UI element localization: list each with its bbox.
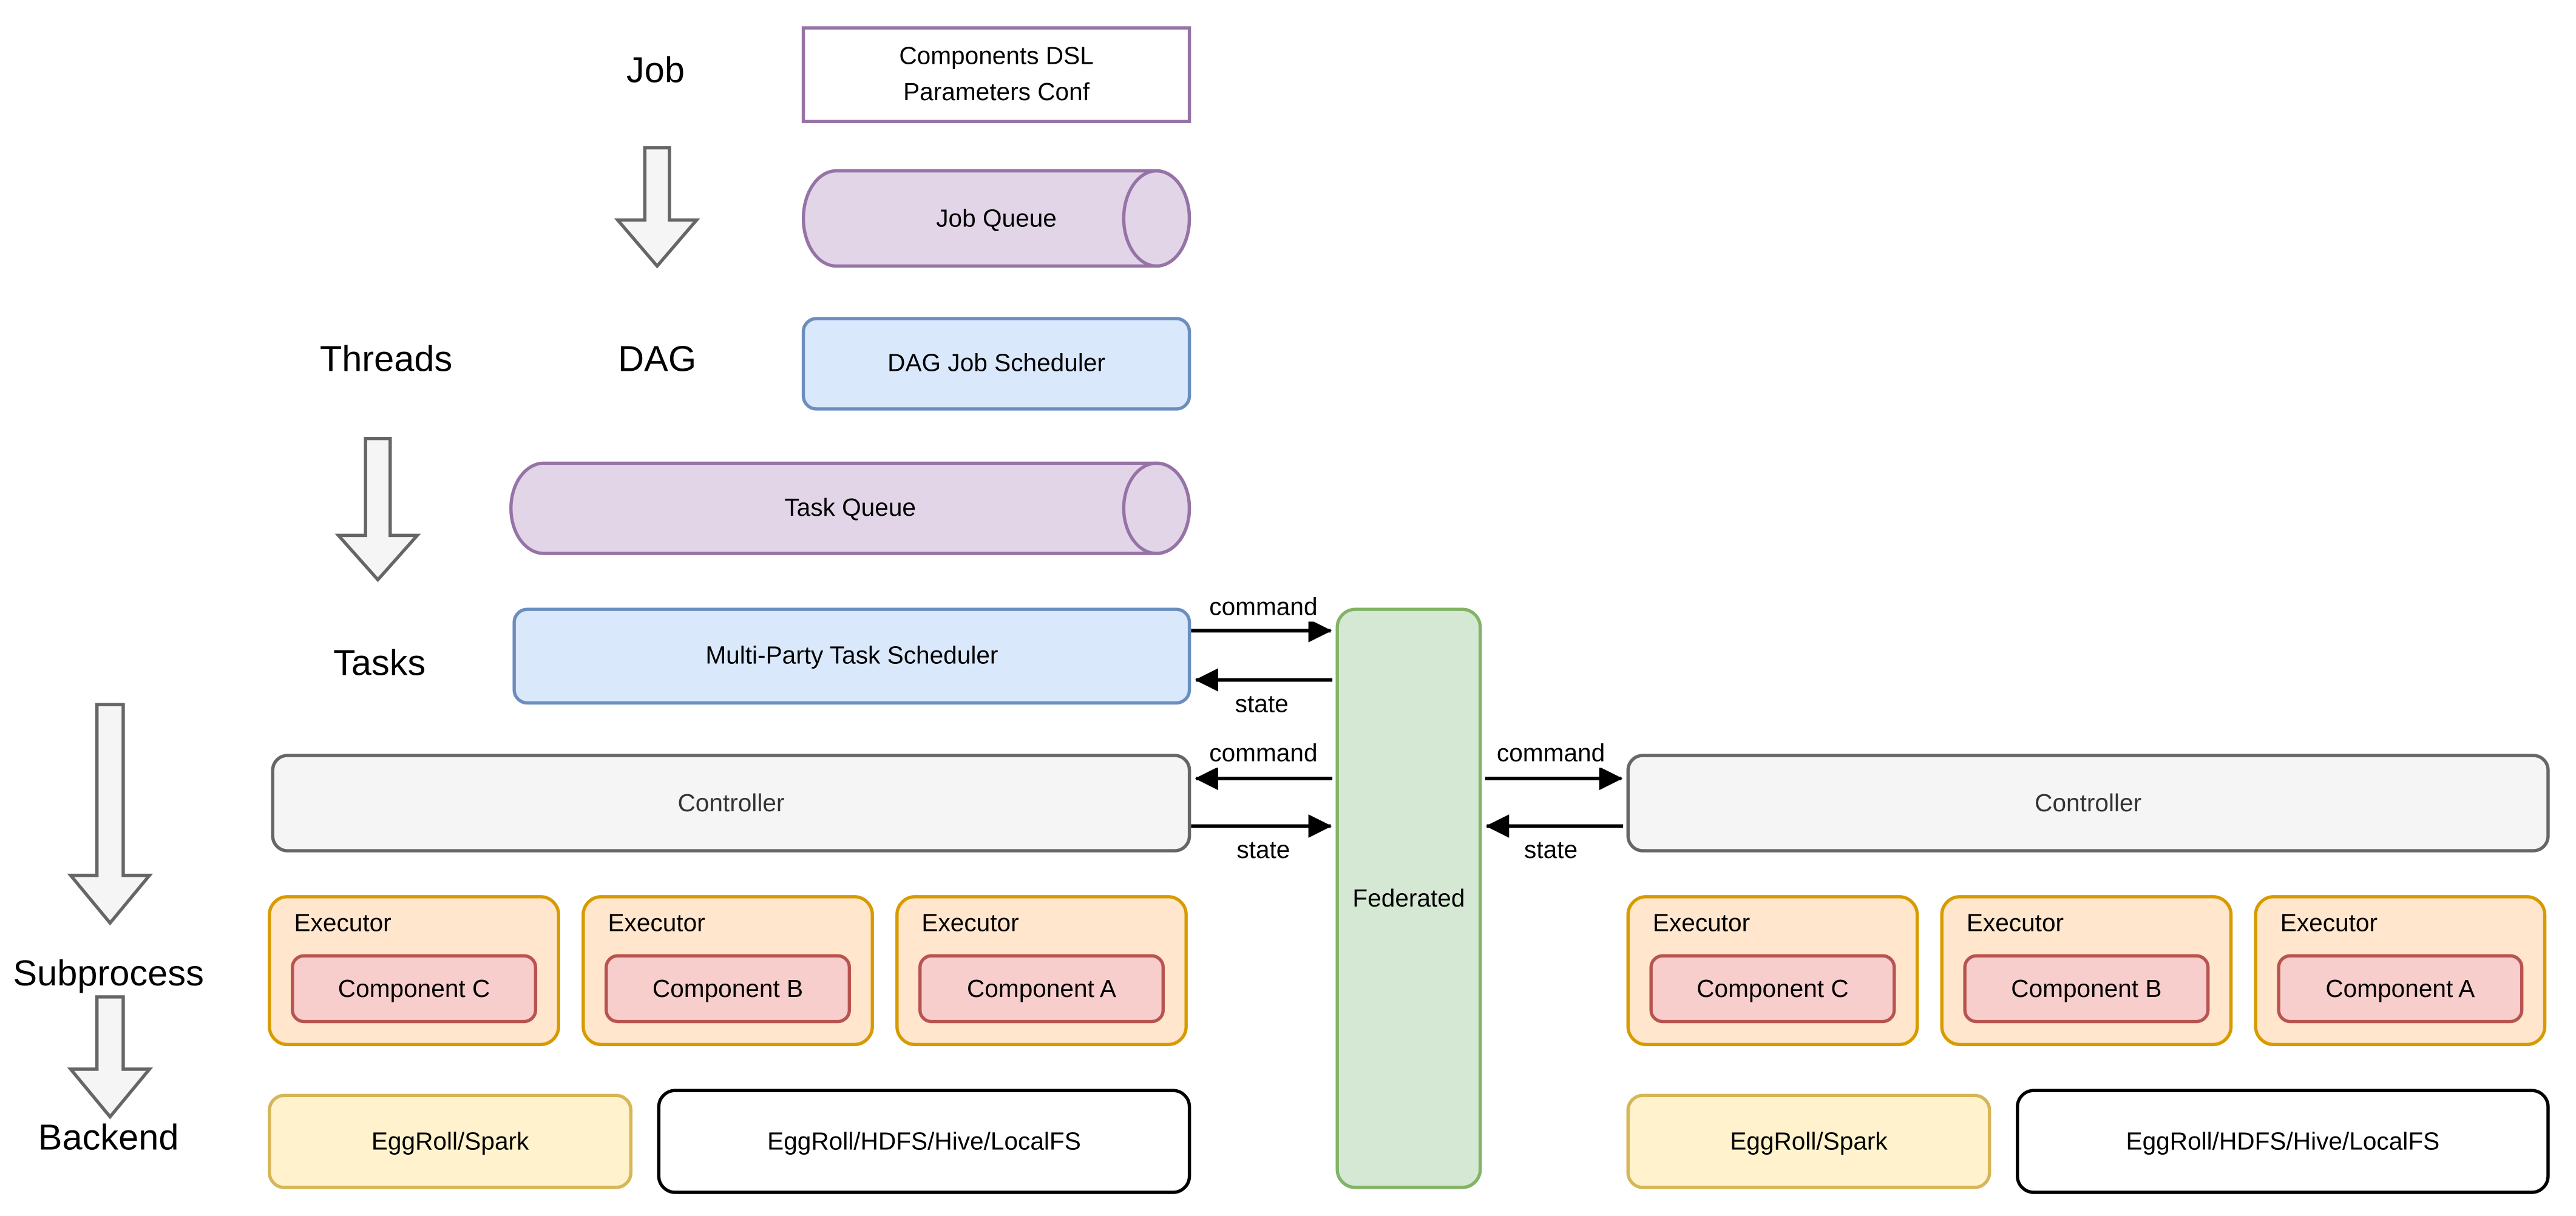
executor-box-left-2: Executor Component B xyxy=(581,895,874,1047)
component-label: Component B xyxy=(2011,974,2162,1003)
backend-storage-label: EggRoll/HDFS/Hive/LocalFS xyxy=(767,1127,1081,1156)
multi-party-task-scheduler-label: Multi-Party Task Scheduler xyxy=(705,642,998,670)
component-box: Component C xyxy=(1649,954,1896,1024)
component-box: Component A xyxy=(918,954,1165,1024)
backend-flow-down-arrow-icon xyxy=(67,995,154,1120)
component-label: Component A xyxy=(2325,974,2475,1003)
backend-storage-label: EggRoll/HDFS/Hive/LocalFS xyxy=(2126,1127,2440,1156)
task-queue-label: Task Queue xyxy=(784,494,916,522)
scheduler-state-edge-label: state xyxy=(1232,691,1292,719)
executor-label: Executor xyxy=(1966,910,2064,938)
executor-box-right-3: Executor Component A xyxy=(2254,895,2547,1047)
executor-label: Executor xyxy=(921,910,1019,938)
component-box: Component B xyxy=(1963,954,2210,1024)
task-queue-cylinder: Task Queue xyxy=(509,461,1191,555)
dag-job-scheduler-box: DAG Job Scheduler xyxy=(801,317,1191,411)
component-label: Component C xyxy=(337,974,490,1003)
cylinder-shape-icon xyxy=(509,461,1191,555)
job-queue-cylinder: Job Queue xyxy=(801,169,1191,268)
job-flow-down-arrow-icon xyxy=(614,146,700,269)
cylinder-shape-icon xyxy=(801,169,1191,268)
right-controller-command-edge-label: command xyxy=(1493,740,1608,768)
executor-box-right-1: Executor Component C xyxy=(1626,895,1919,1047)
federated-box: Federated xyxy=(1335,607,1482,1189)
executor-label: Executor xyxy=(1652,910,1751,938)
controller-right-box: Controller xyxy=(1626,754,2550,853)
multi-party-task-scheduler-box: Multi-Party Task Scheduler xyxy=(512,607,1191,705)
controller-right-label: Controller xyxy=(2035,789,2142,817)
subprocess-flow-down-arrow-icon xyxy=(67,703,154,926)
backend-compute-right-box: EggRoll/Spark xyxy=(1626,1093,1991,1189)
row-label-threads: Threads xyxy=(319,338,453,380)
left-controller-command-edge-label: command xyxy=(1205,740,1321,768)
component-label: Component C xyxy=(1696,974,1849,1003)
backend-compute-label: EggRoll/Spark xyxy=(1730,1127,1888,1156)
row-label-subprocess: Subprocess xyxy=(13,952,204,994)
left-controller-state-edge-label: state xyxy=(1233,837,1293,865)
component-box: Component B xyxy=(605,954,852,1024)
backend-storage-left-box: EggRoll/HDFS/Hive/LocalFS xyxy=(657,1089,1191,1194)
dag-job-scheduler-label: DAG Job Scheduler xyxy=(887,350,1105,378)
controller-left-label: Controller xyxy=(677,789,785,817)
executor-label: Executor xyxy=(608,910,705,938)
federated-label: Federated xyxy=(1352,884,1465,913)
controller-left-box: Controller xyxy=(271,754,1191,853)
backend-storage-right-box: EggRoll/HDFS/Hive/LocalFS xyxy=(2016,1089,2550,1194)
component-box: Component A xyxy=(2277,954,2524,1024)
component-label: Component B xyxy=(652,974,804,1003)
right-controller-state-edge-label: state xyxy=(1520,837,1581,865)
component-box: Component C xyxy=(291,954,538,1024)
executor-label: Executor xyxy=(2280,910,2378,938)
backend-compute-left-box: EggRoll/Spark xyxy=(268,1093,633,1189)
backend-compute-label: EggRoll/Spark xyxy=(371,1127,529,1156)
scheduler-command-edge-label: command xyxy=(1205,593,1321,622)
job-queue-label: Job Queue xyxy=(936,204,1057,232)
executor-box-left-1: Executor Component C xyxy=(268,895,560,1047)
threads-flow-down-arrow-icon xyxy=(334,436,421,583)
row-label-job: Job xyxy=(626,49,685,90)
components-dsl-conf-label: Components DSL Parameters Conf xyxy=(899,42,1094,106)
component-label: Component A xyxy=(966,974,1117,1003)
row-label-backend: Backend xyxy=(38,1116,179,1158)
components-dsl-conf-box: Components DSL Parameters Conf xyxy=(801,26,1191,123)
executor-box-right-2: Executor Component B xyxy=(1940,895,2233,1047)
row-label-tasks: Tasks xyxy=(333,642,426,683)
executor-box-left-3: Executor Component A xyxy=(895,895,1188,1047)
executor-label: Executor xyxy=(294,910,391,938)
row-label-dag: DAG xyxy=(618,338,697,380)
